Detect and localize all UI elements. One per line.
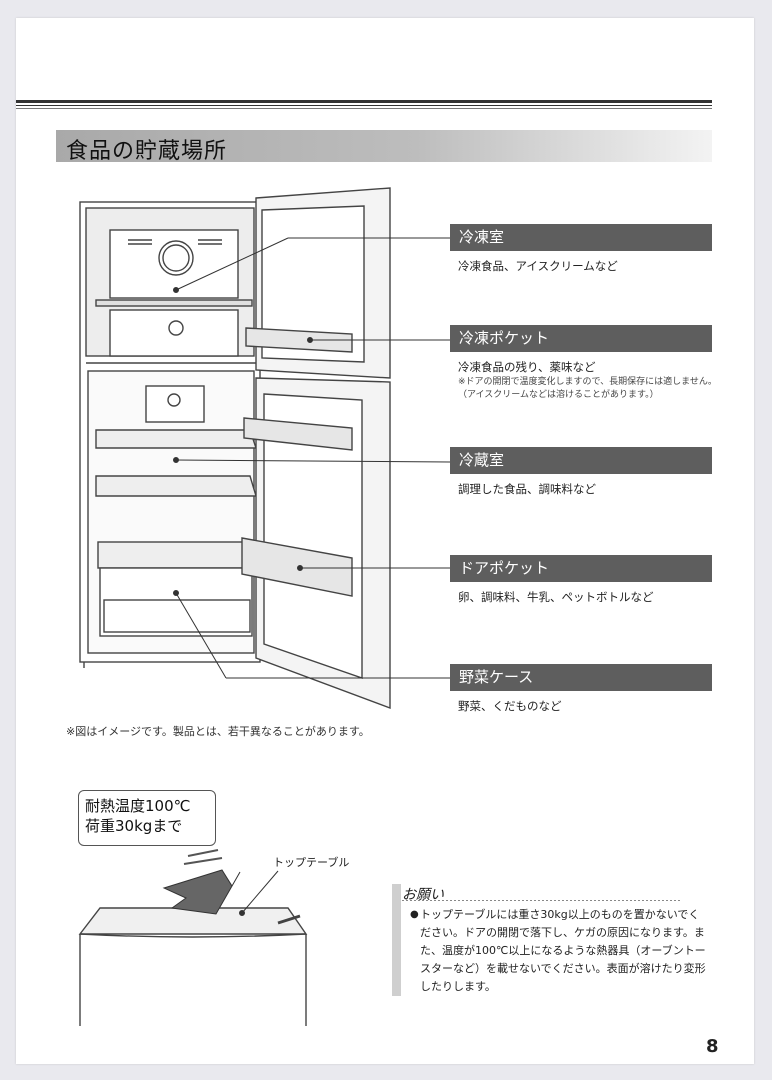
bullet-icon: ● — [410, 909, 419, 920]
header-rule — [16, 100, 712, 103]
fridge-illustration — [78, 187, 451, 1026]
section-title: 食品の貯蔵場所 — [66, 139, 228, 164]
header-rule-light — [16, 108, 712, 109]
page-number: 8 — [706, 1036, 719, 1057]
request-text: トップテーブルには重さ30kg以上のものを置かないでください。ドアの開閉で落下し… — [420, 908, 706, 993]
label-door-pocket: ドアポケット — [450, 555, 712, 582]
heat-limit: 耐熱温度100℃ — [85, 797, 191, 815]
load-limit: 荷重30kgまで — [85, 817, 183, 835]
request-note: お願い ● トップテーブルには重さ30kg以上のものを置かないでください。ドアの… — [392, 884, 718, 996]
label-freezer: 冷凍室 — [450, 224, 712, 251]
request-divider — [402, 900, 682, 901]
label-freezer-pocket-desc: 冷凍食品の残り、薬味など — [458, 360, 596, 374]
label-refrigerator-desc: 調理した食品、調味料など — [458, 482, 596, 496]
label-vegetable-case-desc: 野菜、くだものなど — [458, 699, 562, 713]
label-door-pocket-desc: 卵、調味料、牛乳、ペットボトルなど — [458, 590, 654, 604]
request-title: お願い — [402, 887, 444, 903]
header-rule-thin — [16, 105, 712, 106]
heat-load-box: 耐熱温度100℃ 荷重30kgまで — [78, 790, 216, 846]
manual-page: 食品の貯蔵場所 — [16, 18, 754, 1064]
request-side-bar — [392, 884, 401, 996]
label-freezer-pocket-note: ※ドアの開閉で温度変化しますので、長期保存には適しません。（アイスクリームなどは… — [458, 377, 717, 400]
arrow-down-icon — [162, 849, 241, 915]
label-freezer-desc: 冷凍食品、アイスクリームなど — [458, 259, 618, 273]
section-title-bar: 食品の貯蔵場所 — [56, 130, 712, 164]
label-refrigerator: 冷蔵室 — [450, 447, 712, 474]
top-table-label: トップテーブル — [273, 856, 350, 869]
label-freezer-pocket: 冷凍ポケット — [450, 325, 712, 352]
label-vegetable-case: 野菜ケース — [450, 664, 712, 691]
image-footnote: ※図はイメージです。製品とは、若干異なることがあります。 — [66, 725, 370, 738]
